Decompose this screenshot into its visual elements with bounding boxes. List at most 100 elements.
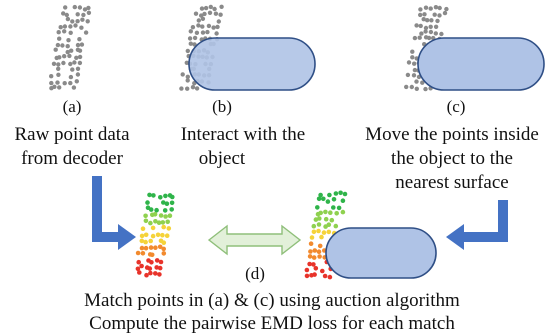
point — [179, 86, 184, 91]
point — [190, 85, 196, 90]
point — [77, 37, 82, 42]
point — [311, 223, 317, 229]
point — [143, 213, 148, 219]
point — [160, 232, 165, 238]
point — [57, 36, 62, 41]
point — [318, 192, 323, 198]
point — [75, 66, 81, 72]
point — [185, 78, 190, 83]
point — [150, 233, 156, 239]
point — [421, 17, 426, 22]
point — [148, 245, 154, 250]
point — [136, 259, 141, 265]
point — [212, 6, 217, 12]
point — [147, 192, 152, 198]
point — [65, 49, 70, 55]
point — [51, 61, 57, 66]
point — [156, 220, 162, 225]
point — [53, 47, 58, 52]
point — [72, 60, 77, 65]
point — [57, 85, 62, 90]
point — [304, 273, 310, 279]
point — [417, 35, 422, 40]
point — [57, 55, 62, 60]
object-capsule-c — [417, 37, 545, 91]
point — [137, 270, 142, 275]
point — [309, 235, 315, 240]
point — [418, 12, 423, 18]
point — [323, 216, 329, 222]
point — [64, 12, 70, 18]
point — [321, 230, 327, 235]
panel-c-caption-line-3: nearest surface — [395, 172, 508, 193]
point — [157, 272, 162, 277]
point — [68, 80, 73, 86]
point — [151, 193, 156, 198]
point — [409, 84, 414, 90]
point — [61, 60, 66, 66]
point — [153, 245, 158, 250]
point — [320, 268, 325, 274]
point — [55, 42, 61, 48]
point — [68, 74, 74, 80]
point — [72, 4, 78, 10]
point — [307, 261, 312, 267]
point — [161, 240, 167, 245]
point — [68, 24, 73, 29]
point — [194, 30, 200, 35]
point — [160, 220, 166, 225]
point — [412, 61, 417, 66]
point — [205, 29, 210, 35]
point — [333, 223, 339, 229]
point — [164, 201, 170, 206]
point — [143, 218, 149, 224]
point — [161, 246, 166, 252]
point — [329, 217, 335, 223]
point — [315, 205, 320, 210]
point — [135, 250, 141, 256]
point — [73, 23, 78, 28]
panel-a-caption-line-2: from decoder — [21, 148, 123, 169]
point — [318, 210, 324, 216]
point — [143, 245, 149, 251]
panel-c-caption-line-2: the object to the — [391, 148, 513, 169]
point — [79, 25, 84, 30]
point — [418, 23, 423, 29]
point — [169, 200, 175, 206]
point — [188, 29, 193, 34]
point — [423, 5, 429, 10]
panel-c-caption-line-1: Move the points inside — [365, 124, 539, 145]
point — [135, 266, 141, 272]
point — [405, 72, 411, 78]
point — [139, 233, 145, 239]
point — [143, 232, 149, 238]
double-arrow-match — [207, 224, 302, 256]
point — [60, 43, 65, 48]
point — [82, 7, 88, 12]
point — [313, 266, 319, 271]
point — [340, 198, 346, 203]
point — [429, 18, 434, 23]
point — [83, 30, 89, 35]
point — [180, 72, 185, 77]
point — [418, 7, 423, 12]
point — [432, 12, 437, 17]
point — [56, 30, 61, 35]
point — [307, 254, 313, 259]
point — [193, 11, 199, 16]
point — [169, 207, 174, 212]
point — [211, 25, 216, 30]
panel-b-caption-line-2: object — [199, 148, 246, 169]
point — [161, 200, 166, 205]
point — [61, 29, 67, 34]
point — [311, 262, 316, 267]
point — [437, 13, 442, 18]
point — [312, 248, 318, 253]
point — [55, 80, 60, 85]
point — [70, 67, 75, 72]
flow-arrow-right — [446, 200, 508, 250]
point — [194, 86, 200, 91]
point — [196, 23, 201, 28]
point — [163, 193, 168, 199]
point — [439, 31, 444, 37]
